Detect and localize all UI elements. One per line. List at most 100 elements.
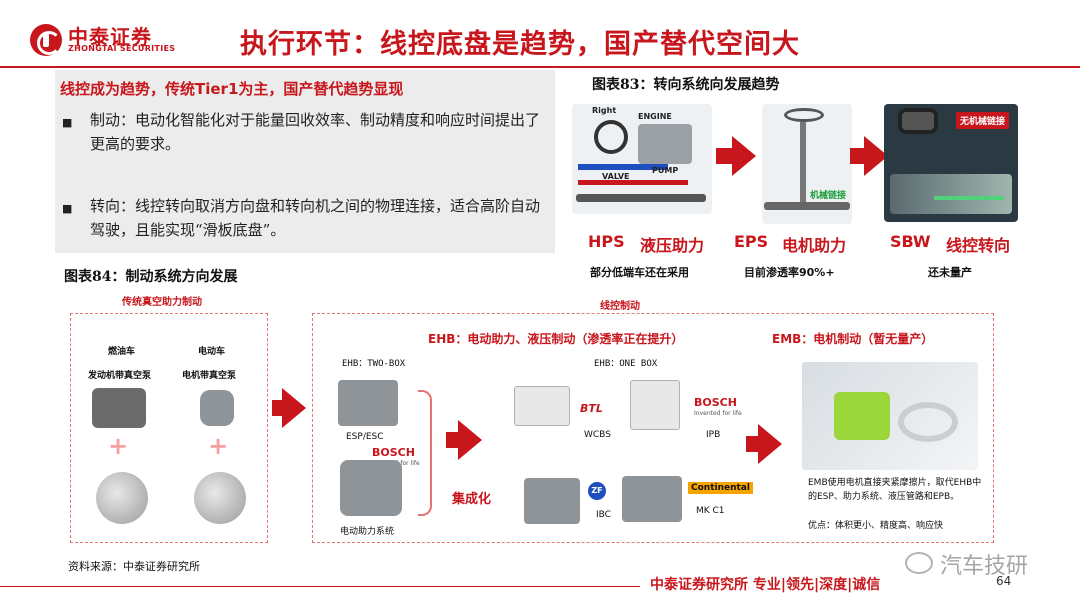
watermark: 汽车技研 [940,554,1029,579]
tech-name-eps: 电机助力 [782,236,847,255]
fuel-car-label: 燃油车 [108,347,136,357]
ibc-module [524,478,580,524]
ehb-title: EHB：电动助力、液压制动（渗透率正在提升） [428,332,684,346]
summary-box [55,70,555,253]
electric-booster-module [340,460,402,516]
steering-rack [764,202,850,210]
ehb-two-box-label: EHB：TWO-BOX [342,359,406,369]
logo-text: 中泰证券 [68,25,152,49]
arrow-icon [272,400,282,416]
ipb-module [630,380,680,430]
tech-note-eps: 目前渗透率90%+ [744,266,835,279]
vacuum-booster-icon [96,472,148,524]
footer-divider [0,586,640,587]
page-number: 64 [996,574,1012,588]
wcbs-module [514,386,570,426]
emb-image [802,362,978,470]
ehb-one-box-label: EHB：ONE BOX [594,359,658,369]
hps-diagram: Right ENGINE VALVE PUMP [572,104,712,214]
glow-line [934,196,1004,200]
mkc1-module [622,476,682,522]
tech-code-eps: EPS [734,232,769,251]
ev-car-label: 电动车 [198,347,226,357]
fig84-caption: 图表84：制动系统方向发展 [64,269,238,285]
eps-tag: 机械链接 [810,191,847,201]
bracket [418,390,432,516]
arrow-icon [446,432,458,448]
source-note: 资料来源：中泰证券研究所 [68,560,200,573]
page-title: 执行环节：线控底盘是趋势，国产替代空间大 [240,29,800,60]
tech-code-sbw: SBW [890,232,931,251]
arrow-icon [282,388,306,428]
bosch-tagline: Invented for life [694,410,742,417]
wcbs-label: WCBS [584,430,611,440]
vacuum-booster-icon [194,472,246,524]
logo-subtext: ZHONGTAI SECURITIES [68,44,176,53]
eps-diagram: 机械链接 [762,104,852,224]
arrow-icon [458,420,482,460]
emb-advantages: 优点：体积更小、精度高、响应快 [808,521,944,531]
fig83-caption: 图表83：转向系统向发展趋势 [592,77,780,93]
fuel-car-sub: 发动机带真空泵 [88,371,152,381]
integrate-label: 集成化 [452,492,492,507]
esp-esc-module [338,380,398,426]
vacuum-pump-icon [200,390,234,426]
title-divider [0,66,1080,68]
esp-esc-label: ESP/ESC [346,432,384,442]
bullet-marker: ■ [62,116,73,129]
wire-control-box [312,313,994,543]
ev-car-sub: 电机带真空泵 [182,371,237,381]
hps-label-right: Right [592,106,617,115]
chassis [890,174,1012,214]
emb-caliper [834,392,890,440]
traditional-title: 传统真空助力制动 [122,297,202,308]
plus-icon: + [208,432,229,460]
btl-logo: BTL [580,402,603,415]
mkc1-label: MK C1 [696,506,725,516]
sbw-diagram: 无机械链接 [884,104,1018,222]
footer-tagline: 中泰证券研究所 专业|领先|深度|诚信 [650,577,881,593]
tech-note-hps: 部分低端车还在采用 [590,266,689,279]
arrow-icon [746,436,758,452]
summary-headline: 线控成为趋势，传统Tier1为主，国产替代趋势显现 [60,80,404,98]
tech-code-hps: HPS [588,232,625,251]
ibc-label: IBC [596,510,611,520]
arrow-icon [758,424,782,464]
steering-column [800,122,806,202]
bosch-logo: BOSCH [372,446,415,459]
emb-title: EMB：电机制动（暂无量产） [772,332,934,346]
wechat-icon [905,552,933,574]
tech-name-sbw: 线控转向 [946,236,1011,255]
bullet-steering: 转向：线控转向取消方向盘和转向机之间的物理连接，适合高阶自动驾驶，且能实现“滑板… [90,197,541,239]
steering-wheel-icon [784,108,824,122]
hydraulic-line [578,164,668,170]
wire-title: 线控制动 [600,301,640,312]
emb-disc [898,402,958,442]
emb-description: EMB使用电机直接夹紧摩擦片，取代EHB中的ESP、助力系统、液压管路和EPB。 [808,478,982,502]
hps-label-engine: ENGINE [638,112,672,121]
steering-wheel-icon [898,108,938,134]
steering-wheel-icon [594,120,628,154]
plus-icon: + [108,432,129,460]
steering-rack [576,194,706,202]
arrow-icon [732,136,756,176]
continental-logo: Continental [688,482,753,494]
traditional-box [70,313,268,543]
ipb-label: IPB [706,430,721,440]
tech-note-sbw: 还未量产 [928,266,972,279]
zf-logo: ZF [588,482,606,500]
bosch-logo: BOSCH [694,396,737,409]
hps-label-pump: PUMP [652,166,679,175]
arrow-icon [850,148,864,164]
bullet-marker: ■ [62,202,73,215]
hydraulic-line [578,180,688,185]
hps-label-valve: VALVE [602,172,630,181]
engine-icon [638,124,692,164]
logo-icon [30,24,62,56]
sbw-tag: 无机械链接 [956,112,1010,129]
engine-icon [92,388,146,428]
arrow-icon [716,148,732,164]
bullet-braking: 制动：电动化智能化对于能量回收效率、制动精度和响应时间提出了更高的要求。 [90,111,541,153]
electric-booster-label: 电动助力系统 [340,527,395,537]
tech-name-hps: 液压助力 [640,236,705,255]
